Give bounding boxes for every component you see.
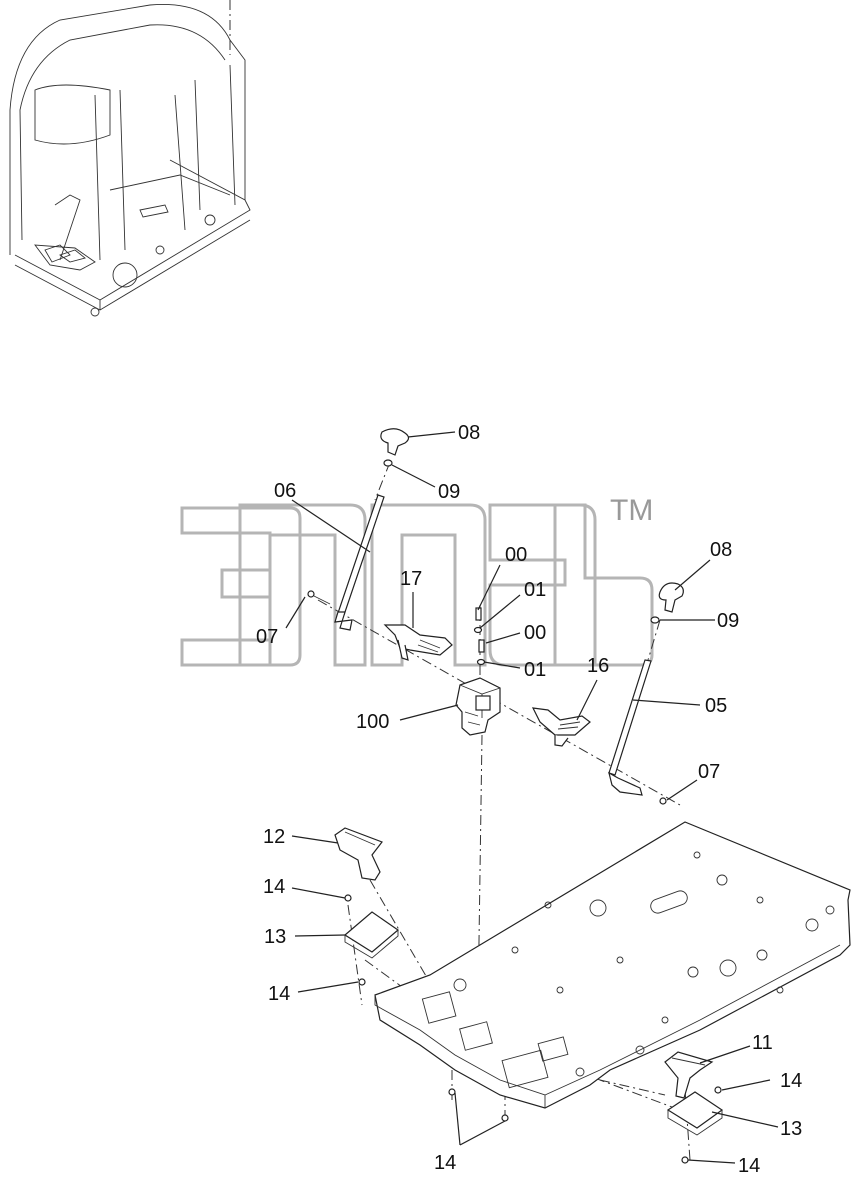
callout-07-left: 07 [256, 626, 278, 648]
callout-14-c: 14 [780, 1070, 802, 1092]
callout-13-left: 13 [264, 926, 286, 948]
callout-00-lower: 00 [524, 622, 546, 644]
callout-11: 11 [752, 1032, 773, 1054]
bracket-13-left [343, 911, 399, 953]
callout-17: 17 [400, 568, 422, 590]
callout-06: 06 [274, 480, 296, 502]
lever-05 [608, 659, 652, 776]
callout-14-d: 14 [738, 1155, 760, 1177]
callout-100: 100 [356, 711, 389, 733]
callout-00-upper: 00 [505, 544, 527, 566]
bolt-14-c [714, 1086, 722, 1094]
watermark-trademark: TM [610, 494, 653, 527]
bolt-00-b [478, 639, 485, 653]
pedal-16 [531, 707, 591, 747]
callout-01-lower: 01 [524, 659, 546, 681]
callout-09-right: 09 [717, 610, 739, 632]
bolt-07-right [659, 797, 667, 805]
callout-14-e: 14 [434, 1152, 456, 1174]
knob-08-right [658, 582, 684, 613]
washer-01-b [476, 658, 486, 666]
footrest-11 [664, 1051, 714, 1099]
callout-08-right: 08 [710, 539, 732, 561]
left-lever-assembly [307, 428, 410, 631]
callout-14-a: 14 [263, 876, 285, 898]
callout-16: 16 [587, 655, 609, 677]
bolt-stack [473, 607, 486, 666]
knob-08-left [380, 428, 410, 456]
callout-08-left: 08 [458, 422, 480, 444]
bolt-14-a [344, 894, 352, 902]
pedal-17 [383, 624, 453, 661]
valve-100 [455, 677, 501, 736]
bolt-14-d [681, 1156, 689, 1164]
right-lever-assembly [608, 582, 684, 805]
callout-09-left: 09 [438, 481, 460, 503]
callout-14-b: 14 [268, 983, 290, 1005]
callout-05: 05 [705, 695, 727, 717]
callout-12: 12 [263, 826, 285, 848]
washer-09-left [383, 459, 393, 467]
callout-01-upper: 01 [524, 579, 546, 601]
floor-plate [374, 821, 851, 1109]
bolt-07-left [307, 590, 315, 598]
washer-01-a [473, 626, 483, 634]
bolt-14-f [501, 1114, 509, 1122]
footrest-12 [334, 827, 383, 881]
callout-13-right: 13 [780, 1118, 802, 1140]
cab-overview [9, 0, 251, 317]
lever-06 [337, 494, 385, 616]
washer-09-right [650, 616, 660, 624]
bolt-14-b [358, 978, 366, 986]
left-footrest [334, 827, 399, 986]
bolt-14-e [448, 1088, 456, 1096]
callout-labels: 08 09 06 00 01 00 01 17 07 08 09 16 05 1… [256, 422, 802, 1177]
callout-07-right: 07 [698, 761, 720, 783]
leader-lines [285, 431, 779, 1164]
